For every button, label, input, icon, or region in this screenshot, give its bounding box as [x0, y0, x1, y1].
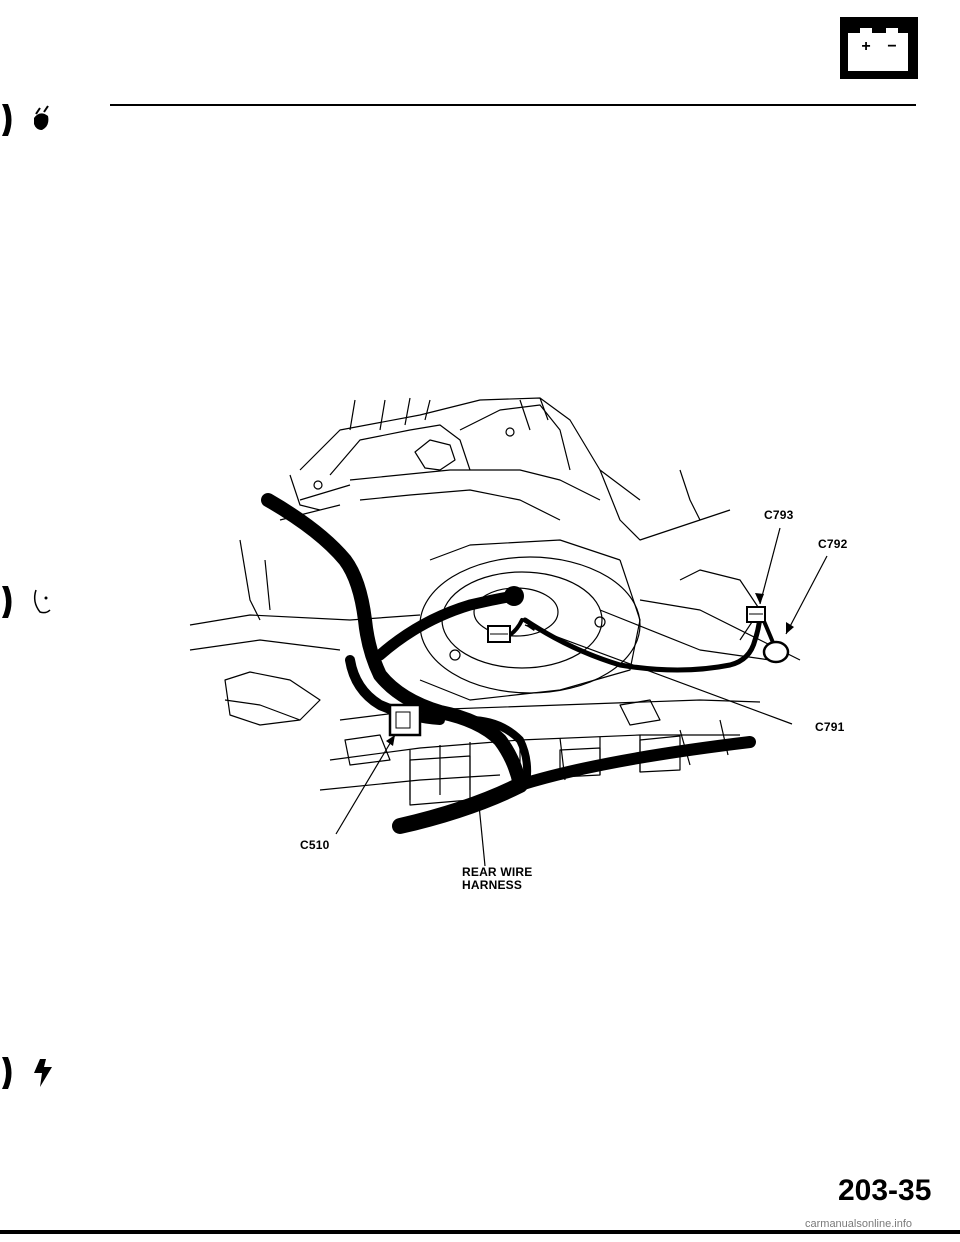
label-c792: C792: [818, 537, 848, 551]
label-c510: C510: [300, 838, 330, 852]
binder-mark-middle: [0, 582, 60, 627]
battery-minus: −: [887, 38, 896, 55]
harness-label-line1: REAR WIRE: [462, 865, 533, 879]
binder-mark-bottom: [0, 1053, 60, 1098]
binder-mark-top: [0, 100, 60, 145]
header-rule: [110, 104, 916, 106]
footer-rule: [0, 1230, 960, 1234]
label-c791: C791: [815, 720, 845, 734]
harness-label-line2: HARNESS: [462, 878, 523, 892]
label-c793: C793: [764, 508, 794, 522]
label-rear-wire-harness: REAR WIRE HARNESS: [462, 866, 532, 892]
battery-plus: +: [861, 38, 870, 55]
footer-watermark: carmanualsonline.info: [803, 1218, 915, 1230]
page-number: 203-35: [838, 1174, 932, 1207]
battery-icon: + −: [840, 17, 918, 79]
wiring-illustration: [180, 395, 880, 905]
